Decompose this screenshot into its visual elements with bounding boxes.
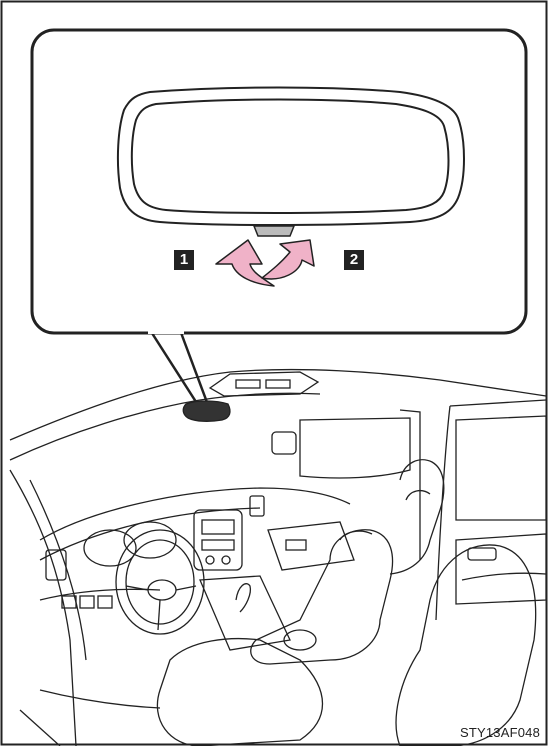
callout-label-1: 1 [174,250,194,270]
image-code: STY13AF048 [460,725,540,740]
callout-pointer [150,330,208,405]
rearview-mirror-icon [118,88,464,226]
callout-label-2: 2 [344,250,364,270]
cabin-interior [10,370,546,746]
adjust-lever-icon [254,226,294,236]
callout-gap [148,328,184,334]
